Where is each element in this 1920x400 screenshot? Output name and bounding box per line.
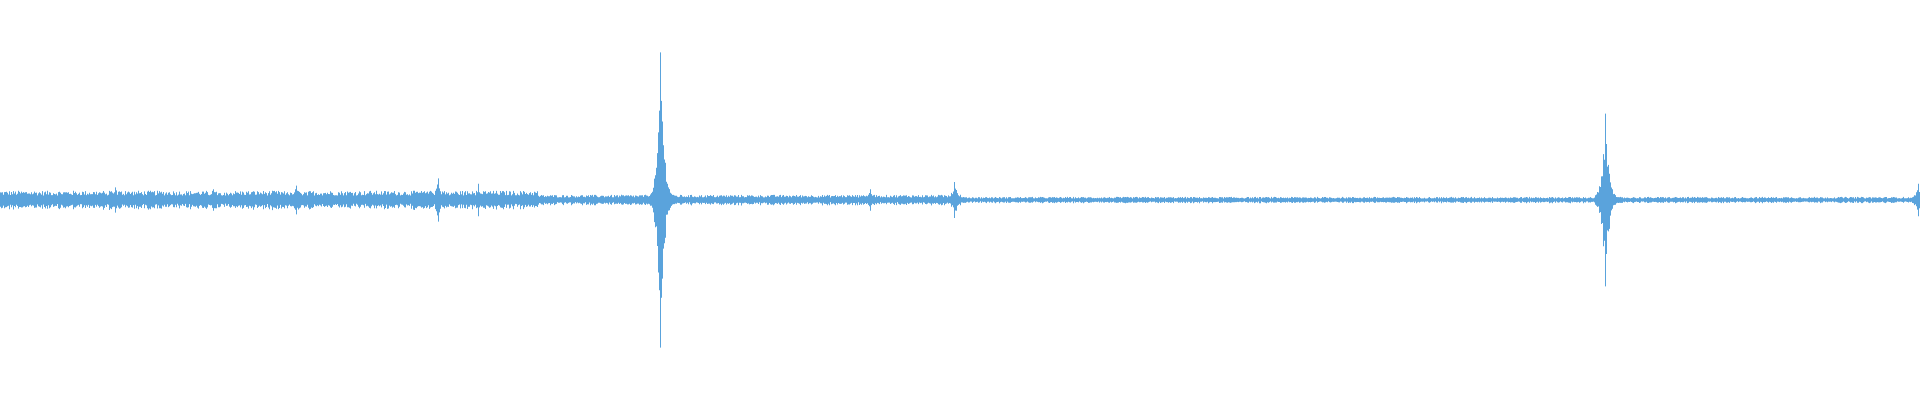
waveform-body [0, 95, 1920, 298]
waveform-samples [0, 52, 1920, 348]
